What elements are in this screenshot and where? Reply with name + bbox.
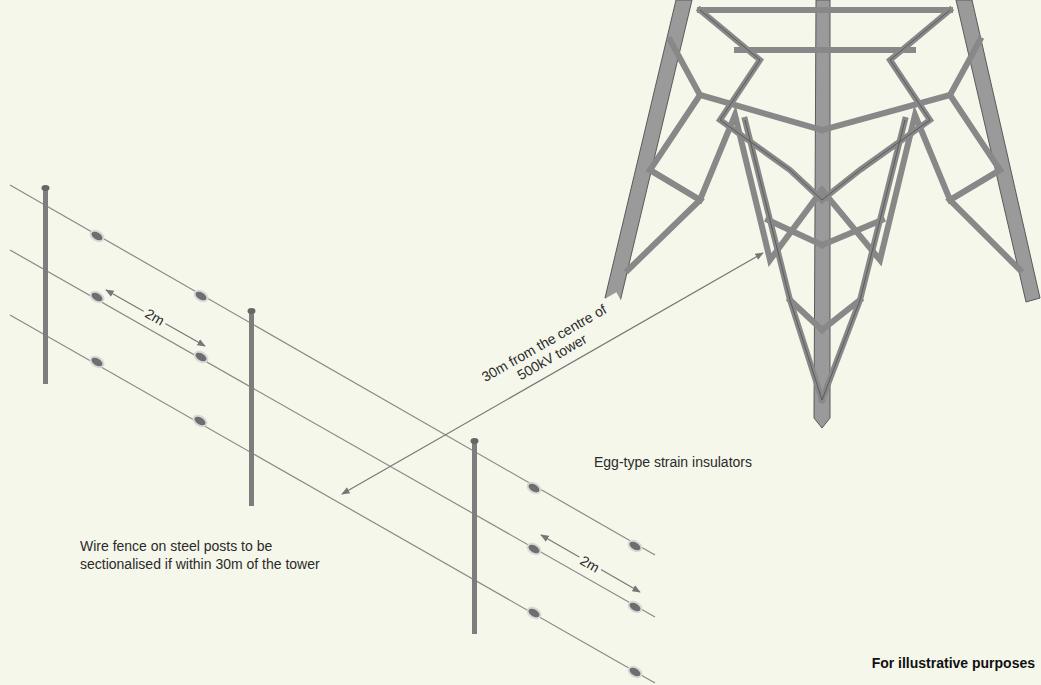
- egg-insulator: [627, 665, 644, 680]
- egg-insulator: [89, 290, 106, 305]
- fence-wires: [10, 185, 655, 683]
- egg-insulator: [193, 350, 210, 365]
- egg-insulators: [89, 229, 644, 680]
- distance-label: 30m from the centre of 500kV tower: [464, 292, 633, 407]
- insulator-note: Egg-type strain insulators: [594, 454, 752, 472]
- egg-insulator: [192, 414, 209, 429]
- egg-insulator: [193, 289, 210, 304]
- disclaimer-note: For illustrative purposes: [872, 655, 1035, 673]
- egg-insulator: [89, 355, 106, 370]
- egg-insulator: [89, 229, 106, 244]
- egg-insulator: [627, 600, 644, 615]
- egg-insulator: [526, 606, 543, 621]
- egg-insulator: [526, 542, 543, 557]
- dimension-label: 2m: [575, 551, 605, 578]
- egg-insulator: [526, 481, 543, 496]
- steel-posts: [42, 185, 479, 634]
- egg-insulator: [627, 539, 644, 554]
- fence-note: Wire fence on steel posts to be sectiona…: [80, 538, 320, 573]
- transmission-tower: [605, 0, 1040, 428]
